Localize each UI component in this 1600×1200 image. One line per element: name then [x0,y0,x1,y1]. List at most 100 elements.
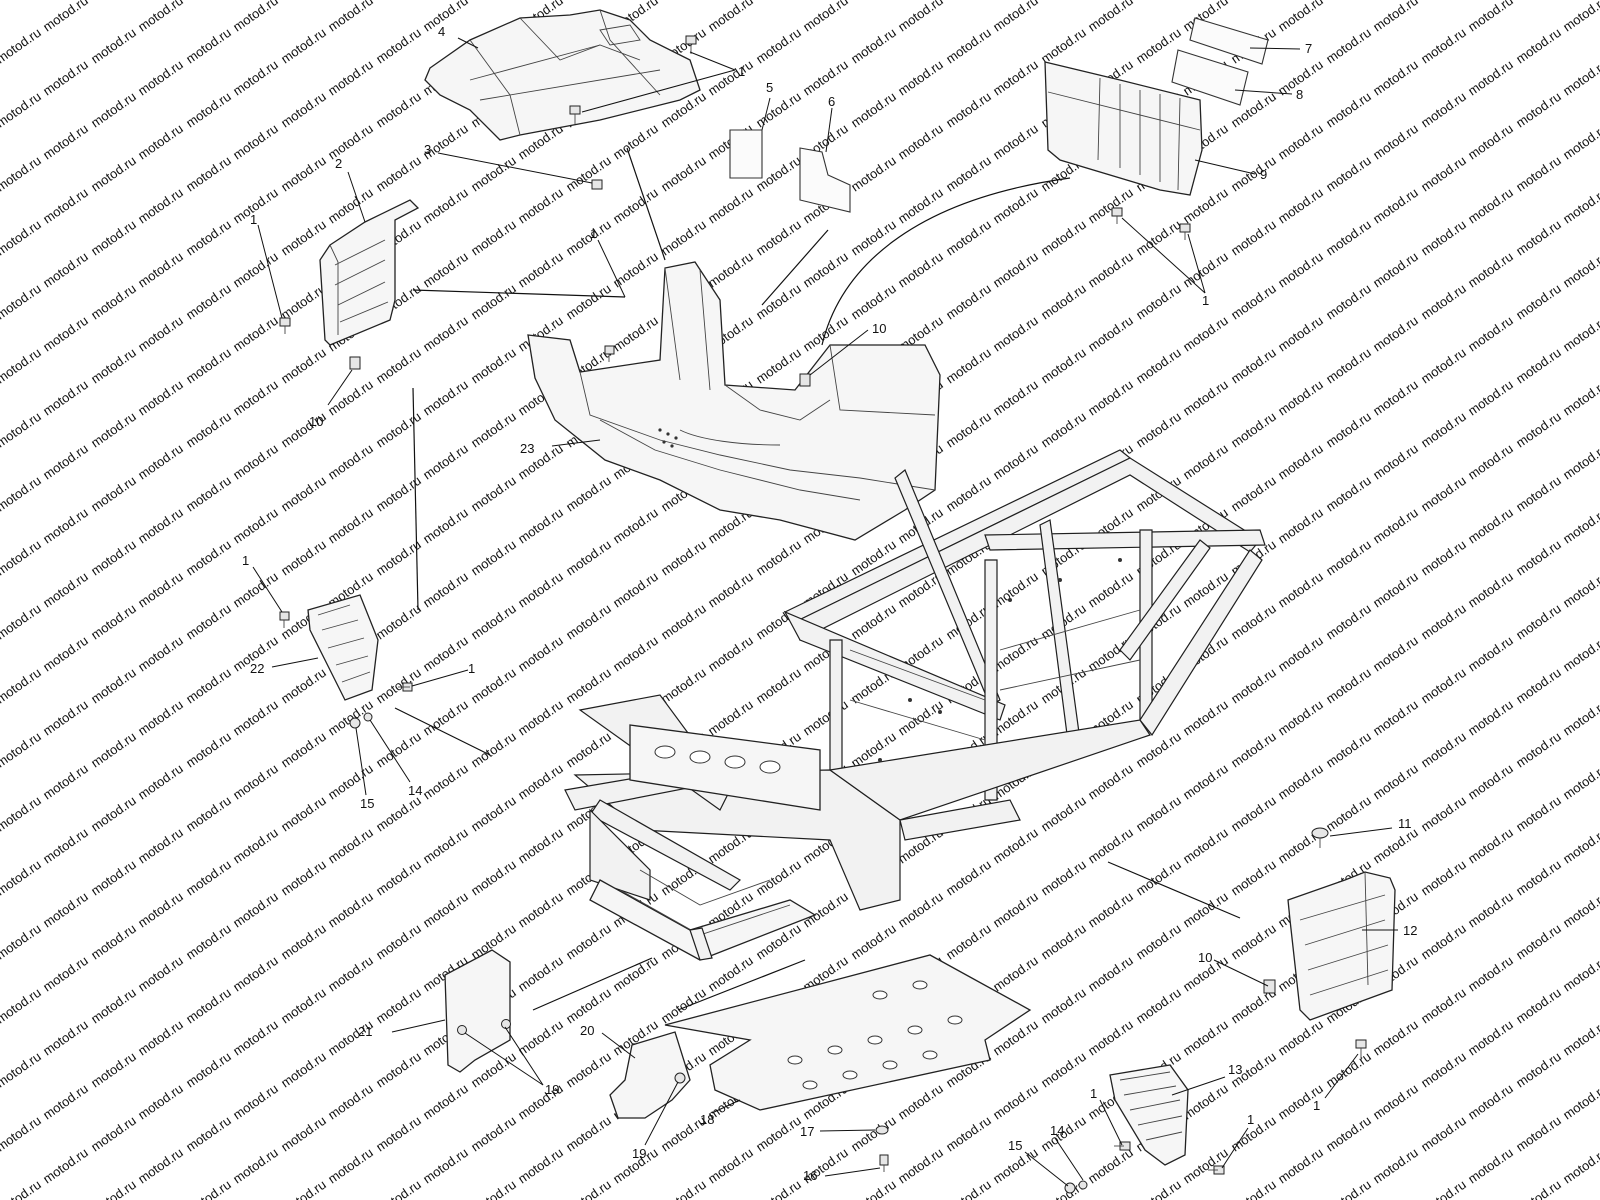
watermark-text: motod.ru [40,569,91,611]
callout-16: 16 [803,1168,817,1183]
watermark-text: motod.ru [1465,505,1516,547]
watermark-text: motod.ru [278,345,329,387]
watermark-text: motod.ru [135,313,186,355]
part-1-bolt-footrest-right-b [1208,1165,1225,1175]
watermark-text: motod.ru [658,217,709,259]
watermark-text: motod.ru [468,1177,519,1200]
watermark-text: motod.ru [943,217,994,259]
watermark-text: motod.ru [1038,921,1089,963]
watermark-text: motod.ru [420,1145,471,1187]
watermark-text: motod.ru [563,665,614,707]
watermark-text: motod.ru [468,537,519,579]
watermark-text: motod.ru [88,409,139,451]
part-1-bolt-footrest-top [279,611,290,628]
watermark-text: motod.ru [0,857,44,899]
callout-19: 19 [545,1082,559,1097]
watermark-text: motod.ru [1370,1017,1421,1059]
watermark-text: motod.ru [1560,313,1600,355]
watermark-text: motod.ru [183,665,234,707]
watermark-text: motod.ru [1228,409,1279,451]
watermark-text: motod.ru [325,0,376,34]
watermark-text: motod.ru [658,665,709,707]
part-1-bolt-floor [604,345,615,362]
watermark-text: motod.ru [1418,921,1469,963]
watermark-text: motod.ru [1513,729,1564,771]
watermark-text: motod.ru [1513,473,1564,515]
watermark-text: motod.ru [848,153,899,195]
watermark-text: motod.ru [0,1049,44,1091]
callout-3: 3 [424,142,431,157]
watermark-text: motod.ru [705,1145,756,1187]
watermark-text: motod.ru [230,505,281,547]
watermark-text: motod.ru [325,889,376,931]
watermark-text: motod.ru [1038,25,1089,67]
watermark-text: motod.ru [135,249,186,291]
watermark-text: motod.ru [895,697,946,739]
watermark-text: motod.ru [1228,345,1279,387]
watermark-text: motod.ru [1180,313,1231,355]
watermark-text: motod.ru [0,281,44,323]
watermark-text: motod.ru [1560,505,1600,547]
watermark-text: motod.ru [1275,121,1326,163]
watermark-text: motod.ru [943,921,994,963]
watermark-text: motod.ru [1513,25,1564,67]
watermark-text: motod.ru [0,345,44,387]
watermark-text: motod.ru [278,793,329,835]
watermark-text: motod.ru [1228,0,1279,2]
part-13-footrest [1109,1064,1189,1166]
watermark-text: motod.ru [468,1113,519,1155]
watermark-text: motod.ru [895,121,946,163]
watermark-text: motod.ru [230,0,281,34]
watermark-text: motod.ru [1513,1177,1564,1200]
watermark-text: motod.ru [183,345,234,387]
watermark-text: motod.ru [990,0,1041,34]
watermark-text: motod.ru [1370,1145,1421,1187]
watermark-text: motod.ru [183,1113,234,1155]
callout-1: 1 [1247,1112,1254,1127]
watermark-text: motod.ru [88,89,139,131]
part-14-washer-right [1078,1180,1088,1190]
watermark-text: motod.ru [1560,249,1600,291]
watermark-text: motod.ru [230,377,281,419]
watermark-text: motod.ru [705,185,756,227]
watermark-text: motod.ru [1180,889,1231,931]
watermark-text: motod.ru [278,153,329,195]
callout-1: 1 [1313,1098,1320,1113]
watermark-text: motod.ru [848,1113,899,1155]
watermark-text: motod.ru [278,921,329,963]
watermark-text: motod.ru [515,505,566,547]
watermark-text: motod.ru [1465,1081,1516,1123]
watermark-text: motod.ru [420,313,471,355]
watermark-text: motod.ru [515,1017,566,1059]
watermark-text: motod.ru [1085,313,1136,355]
watermark-text: motod.ru [88,345,139,387]
watermark-text: motod.ru [183,25,234,67]
watermark-text: motod.ru [610,121,661,163]
watermark-text: motod.ru [943,153,994,195]
watermark-text: motod.ru [800,697,851,739]
watermark-text: motod.ru [1323,729,1374,771]
watermark-text: motod.ru [753,537,804,579]
watermark-text: motod.ru [1323,89,1374,131]
part-1-bolt-footrest-right-a [1114,1141,1131,1151]
watermark-text: motod.ru [1513,537,1564,579]
watermark-text: motod.ru [1323,1113,1374,1155]
part-12-side-panel [1263,871,1396,1021]
watermark-text: motod.ru [515,889,566,931]
watermark-text: motod.ru [1513,281,1564,323]
watermark-text: motod.ru [373,793,424,835]
watermark-text: motod.ru [230,761,281,803]
part-1-bolt-rear-b [1179,223,1191,240]
frame-chassis [564,449,1266,961]
watermark-text: motod.ru [135,377,186,419]
watermark-text: motod.ru [420,185,471,227]
watermark-text: motod.ru [468,857,519,899]
watermark-text: motod.ru [278,1177,329,1200]
watermark-text: motod.ru [1465,825,1516,867]
watermark-text: motod.ru [278,473,329,515]
watermark-text: motod.ru [183,921,234,963]
watermark-text: motod.ru [135,1145,186,1187]
watermark-text: motod.ru [1418,409,1469,451]
watermark-text: motod.ru [943,1177,994,1200]
part-15-nut-left [349,717,361,729]
